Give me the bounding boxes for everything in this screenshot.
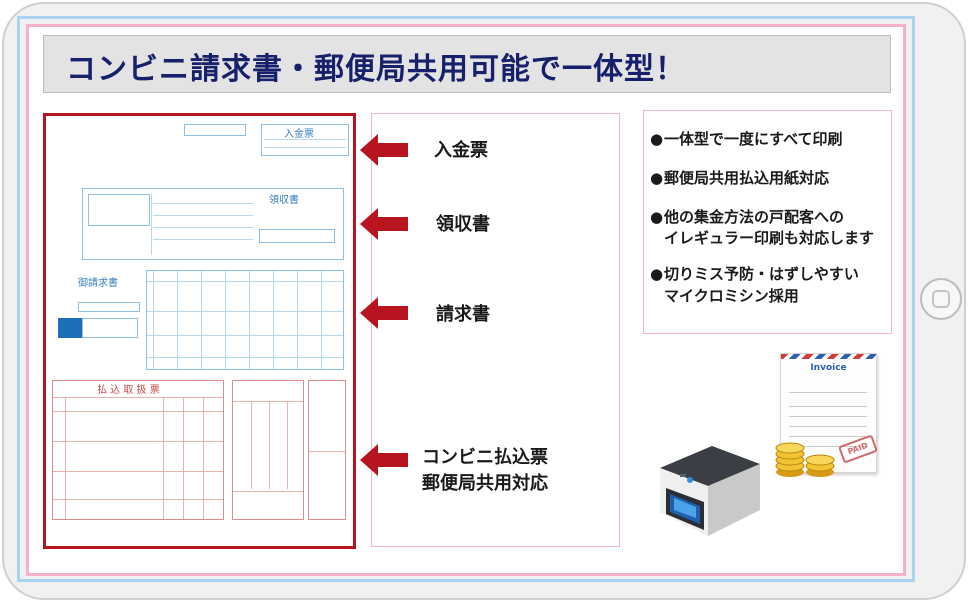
printer-icon [660,446,760,536]
home-button-icon[interactable] [920,278,962,320]
arrow-left-icon [360,444,408,476]
labels-panel [371,113,620,547]
coin-stack-icon [775,442,835,477]
label-invoice: 請求書 [436,304,490,325]
feature-list: ●一体型で一度にすべて印刷 ●郵便局共用払込用紙対応 ●他の集金方法の戸配客への… [643,110,892,334]
feature-item-continued: イレギュラー印刷も対応します [664,229,875,247]
form-receipt-title: 領収書 [269,195,299,206]
bullet-icon: ● [650,130,664,148]
feature-item-continued: マイクロミシン採用 [664,287,799,305]
arrow-left-icon [360,134,408,166]
label-post-office: 郵便局共用対応 [422,473,548,494]
page-title: コンビニ請求書・郵便局共用可能で一体型！ [66,52,686,87]
title-bar: コンビニ請求書・郵便局共用可能で一体型！ [43,35,891,93]
form-deposit-title: 入金票 [284,129,314,140]
form-invoice-table [146,270,344,370]
label-convenience-slip: コンビニ払込票 [422,447,548,468]
feature-item: ●郵便局共用払込用紙対応 [650,169,830,187]
form-deposit-slip: 入金票 [261,124,349,156]
form-small-box [184,124,246,136]
feature-item: ●切りミス予防・はずしやすい [650,265,859,283]
invoice-title: Invoice [810,363,847,373]
screen-border [17,16,915,582]
arrow-left-icon [360,208,408,240]
form-payment-title: 払 込 取 扱 票 [97,385,160,396]
form-invoice-title: 御請求書 [78,278,118,289]
form-payment-slip: 払 込 取 扱 票 [52,380,224,520]
arrow-left-icon [360,297,408,329]
bullet-icon: ● [650,169,664,187]
form-blue-cell [58,318,82,338]
bullet-icon: ● [650,208,664,226]
label-receipt: 領収書 [436,214,490,235]
bullet-icon: ● [650,265,664,283]
form-receipt: 領収書 [82,188,344,260]
feature-item: ●他の集金方法の戸配客への [650,208,845,226]
label-deposit-slip: 入金票 [434,140,488,161]
form-preview: 入金票 領収書 御請求書 払 込 取 扱 票 [43,113,356,549]
feature-item: ●一体型で一度にすべて印刷 [650,130,843,148]
